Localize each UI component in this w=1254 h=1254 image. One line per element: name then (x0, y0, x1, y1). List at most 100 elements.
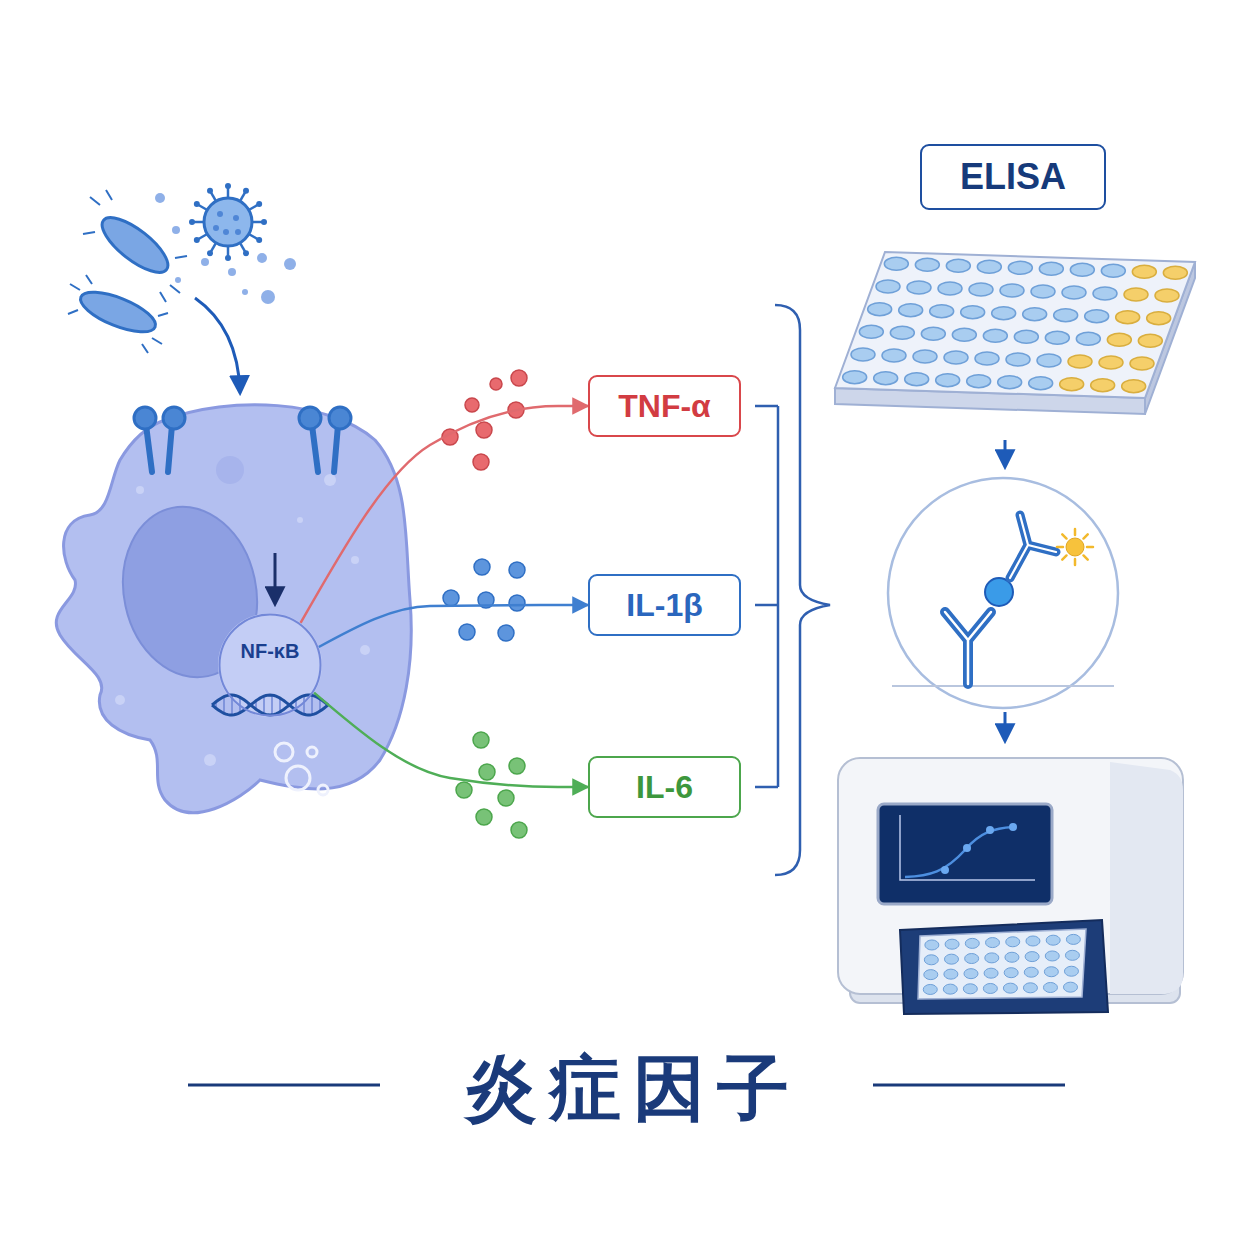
plate-well (986, 938, 1000, 948)
plate-well (943, 984, 957, 994)
node-label: NF-κB (241, 640, 300, 663)
plate-well (998, 376, 1022, 389)
plate-well (1155, 289, 1179, 302)
dna-rung (223, 697, 225, 714)
signal-ray (1057, 546, 1063, 549)
plate-well (1023, 983, 1037, 993)
plate-well (1068, 355, 1092, 368)
plate-well (983, 329, 1007, 342)
virus-spike (225, 255, 231, 261)
plate-well (1037, 354, 1061, 367)
virus-spot (223, 229, 229, 235)
plate-well (1045, 951, 1059, 961)
plate-well (1107, 333, 1131, 346)
plate-well (964, 969, 978, 979)
plate-well (907, 281, 931, 294)
plate-well (1124, 288, 1148, 301)
plate-well (876, 280, 900, 293)
virus-spike (207, 188, 213, 194)
plate-well (1006, 353, 1030, 366)
plate-well (1064, 966, 1078, 976)
virus-spike (243, 188, 249, 194)
plate-well (944, 351, 968, 364)
connector-arrow (314, 693, 588, 787)
plate-well (921, 327, 945, 340)
plate-well (1062, 286, 1086, 299)
dna-strand (212, 695, 328, 715)
plate-well (1063, 982, 1077, 992)
plate-well (1043, 982, 1057, 992)
step-arrow (1004, 440, 1007, 466)
plate-well (905, 373, 929, 386)
plate-well (1132, 265, 1156, 278)
plate-well (1000, 284, 1024, 297)
dna-strand (212, 695, 328, 715)
virus-spot (213, 225, 219, 231)
signal-ray (1074, 529, 1077, 535)
plate-well (1026, 936, 1040, 946)
virus-spot (233, 215, 239, 221)
virus-spike (261, 219, 267, 225)
plate-well (1122, 380, 1146, 393)
microplate (835, 252, 1195, 414)
virus-spike (243, 250, 249, 256)
bacterium (68, 275, 168, 353)
plate-well (1029, 377, 1053, 390)
plate-well (859, 325, 883, 338)
plate-well (851, 348, 875, 361)
plate-well (884, 257, 908, 270)
plate-well (882, 349, 906, 362)
plate-well (890, 326, 914, 339)
plate-well (1101, 264, 1125, 277)
connector-arrow (319, 605, 588, 647)
virus (189, 183, 267, 261)
plate-well (843, 371, 867, 384)
plate-well (1031, 285, 1055, 298)
signal-ray (1087, 546, 1093, 549)
virus-spike (256, 201, 262, 207)
vesicle (275, 743, 328, 795)
plate-well (952, 328, 976, 341)
nucleus-region (218, 613, 322, 717)
plate-well (924, 955, 938, 965)
plate-well (1060, 378, 1084, 391)
connector-arrow (301, 406, 588, 623)
cytokine-box: IL-6 (588, 756, 741, 818)
plate-well (1070, 263, 1094, 276)
plate-well (936, 374, 960, 387)
virus-spike (189, 219, 195, 225)
plate-well (1046, 935, 1060, 945)
virus-spike (194, 201, 200, 207)
merge-bracket (755, 406, 778, 787)
circle-outline (218, 613, 322, 717)
macrophage-cell (56, 405, 411, 813)
dna-rung (311, 695, 313, 714)
plate-well (913, 350, 937, 363)
plate-well (923, 984, 937, 994)
plate-well (924, 970, 938, 980)
signal-ray (1083, 555, 1087, 559)
plate-well (967, 375, 991, 388)
plate-well (1039, 262, 1063, 275)
dna-rung (271, 695, 273, 715)
virus-spike (256, 237, 262, 243)
signal-ray (1083, 534, 1087, 538)
node-label: IL-6 (636, 769, 693, 806)
plate-well (1006, 937, 1020, 947)
node-label: IL-1β (626, 587, 702, 624)
plate-well (1004, 968, 1018, 978)
plate-well (975, 352, 999, 365)
plate-well (915, 258, 939, 271)
cytokine-box: IL-1β (588, 574, 741, 636)
bacterium (83, 190, 187, 302)
plate-well (1147, 312, 1171, 325)
plate-well (977, 260, 1001, 273)
plate-wells (843, 257, 1188, 392)
plate-well (1024, 967, 1038, 977)
plate-well (930, 305, 954, 318)
plate-well (963, 984, 977, 994)
node-label: ELISA (960, 156, 1066, 197)
plate-well (1099, 356, 1123, 369)
plate-well (868, 303, 892, 316)
